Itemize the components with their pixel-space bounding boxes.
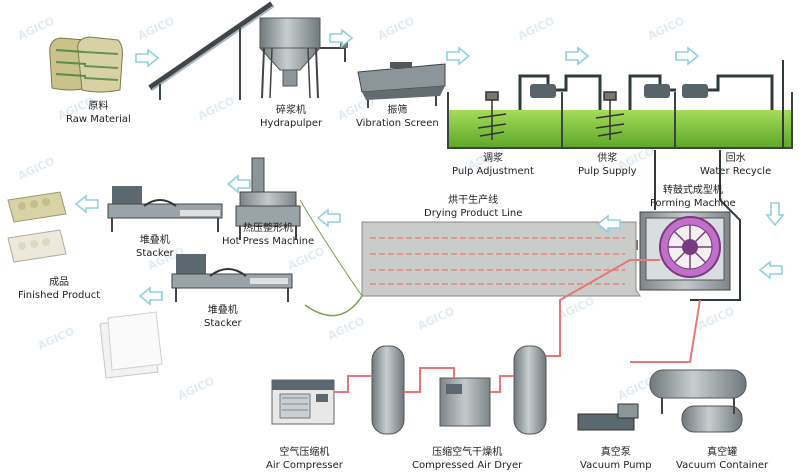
watermark-text: AGICO xyxy=(646,14,687,42)
label-en: Drying Product Line xyxy=(424,208,523,219)
flow-arrow xyxy=(135,49,159,67)
watermark-text: AGICO xyxy=(286,244,327,272)
label-zh: 烘干生产线 xyxy=(448,195,499,206)
raw-material-bales xyxy=(49,36,123,93)
label-stacker-top: 堆叠机 Stacker xyxy=(136,234,174,260)
compressed-air-dryer xyxy=(439,377,491,427)
watermark-text: AGICO xyxy=(16,154,57,182)
finished-product-trays xyxy=(7,191,163,379)
vibration-screen-machine xyxy=(357,62,446,108)
label-pulp-adjustment: 调浆 Pulp Adjustment xyxy=(452,152,534,178)
label-en: Hydrapulper xyxy=(260,118,323,129)
label-en: Hot Press Machine xyxy=(222,236,315,247)
vacuum-container xyxy=(649,369,747,433)
label-water-recycle: 回水 Water Recycle xyxy=(700,152,771,178)
label-raw-material: 原料 Raw Material xyxy=(66,100,131,126)
label-vacuum-pump: 真空泵 Vacuum Pump xyxy=(580,446,652,472)
label-zh: 回水 xyxy=(725,153,746,164)
watermark-text: AGICO xyxy=(16,14,57,42)
label-en: Pulp Adjustment xyxy=(452,166,534,177)
label-en: Vibration Screen xyxy=(356,118,439,129)
label-vacuum-container: 真空罐 Vacuum Container xyxy=(676,446,768,472)
watermark-text: AGICO xyxy=(176,374,217,402)
flow-arrow xyxy=(675,47,699,65)
label-drying-product-line: 烘干生产线 Drying Product Line xyxy=(424,194,522,220)
air-compressor xyxy=(271,379,335,425)
flow-arrow xyxy=(317,209,341,227)
flow-arrow xyxy=(227,175,251,193)
label-hot-press-machine: 热压整形机 Hot Press Machine xyxy=(222,222,314,248)
watermark-text: AGICO xyxy=(136,14,177,42)
label-en: Stacker xyxy=(136,248,174,259)
label-zh: 堆叠机 xyxy=(139,235,170,246)
label-en: Pulp Supply xyxy=(578,166,637,177)
label-forming-machine: 转鼓式成型机 Forming Machine xyxy=(650,184,736,210)
hydrapulper-machine xyxy=(148,1,348,100)
label-zh: 供浆 xyxy=(597,153,618,164)
label-zh: 堆叠机 xyxy=(207,305,238,316)
flow-arrow xyxy=(75,195,99,213)
label-zh: 原料 xyxy=(88,101,109,112)
label-en: Finished Product xyxy=(18,290,101,301)
label-zh: 真空泵 xyxy=(600,447,631,458)
watermark-text: AGICO xyxy=(196,94,237,122)
watermark-text: AGICO xyxy=(516,14,557,42)
label-en: Raw Material xyxy=(66,114,131,125)
forming-machine xyxy=(624,211,731,291)
label-zh: 压缩空气干燥机 xyxy=(432,447,503,458)
air-receiver-tank-1 xyxy=(371,345,405,435)
air-pipes xyxy=(334,259,701,393)
label-en: Stacker xyxy=(204,318,242,329)
flow-arrow xyxy=(766,202,784,226)
stacker-bottom-machine xyxy=(171,254,293,302)
label-zh: 调浆 xyxy=(482,153,503,164)
label-en: Forming Machine xyxy=(650,198,736,209)
label-air-dryer: 压缩空气干燥机 Compressed Air Dryer xyxy=(412,446,522,472)
watermark-text: AGICO xyxy=(416,304,457,332)
stacker-top-machine xyxy=(107,186,223,232)
label-en: Air Compresser xyxy=(266,460,343,471)
label-en: Vacuum Container xyxy=(676,460,769,471)
watermark-text: AGICO xyxy=(696,304,737,332)
flow-arrow xyxy=(139,287,163,305)
label-en: Water Recycle xyxy=(700,166,772,177)
flow-arrow xyxy=(759,261,783,279)
watermark-text: AGICO xyxy=(376,14,417,42)
pulp-tanks xyxy=(447,74,793,149)
label-en: Vacuum Pump xyxy=(580,460,652,471)
vacuum-pump xyxy=(577,403,639,431)
label-zh: 碎浆机 xyxy=(276,105,307,116)
label-air-compressor: 空气压缩机 Air Compresser xyxy=(266,446,343,472)
air-receiver-tank-2 xyxy=(513,345,547,435)
flow-arrow xyxy=(565,47,589,65)
label-zh: 真空罐 xyxy=(707,447,738,458)
label-zh: 热压整形机 xyxy=(243,223,294,234)
drying-product-line xyxy=(299,199,641,317)
label-pulp-supply: 供浆 Pulp Supply xyxy=(578,152,637,178)
label-zh: 空气压缩机 xyxy=(279,447,330,458)
watermark-text: AGICO xyxy=(326,314,367,342)
label-vibration-screen: 振筛 Vibration Screen xyxy=(356,104,439,130)
label-zh: 振筛 xyxy=(387,105,408,116)
label-en: Compressed Air Dryer xyxy=(412,460,523,471)
label-finished-product: 成品 Finished Product xyxy=(18,276,100,302)
label-zh: 转鼓式成型机 xyxy=(662,185,723,196)
label-hydrapulper: 碎浆机 Hydrapulper xyxy=(260,104,322,130)
label-zh: 成品 xyxy=(49,277,70,288)
flow-arrow xyxy=(446,47,470,65)
watermark-text: AGICO xyxy=(36,324,77,352)
return-pipe xyxy=(690,150,741,301)
label-stacker-bottom: 堆叠机 Stacker xyxy=(204,304,242,330)
hot-press-machine xyxy=(235,157,301,240)
